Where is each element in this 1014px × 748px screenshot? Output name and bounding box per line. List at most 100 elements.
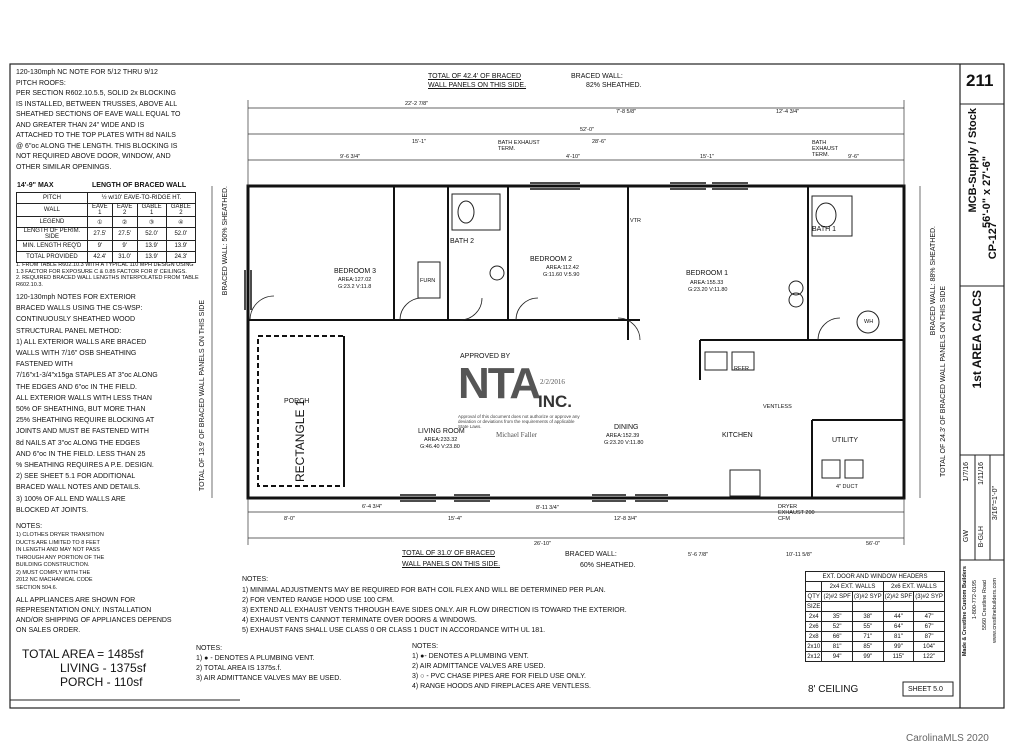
bottom-braced-pct: BRACED WALL: [565, 551, 617, 558]
exterior-note-line: THE EDGES AND 6"oc IN THE FIELD. [16, 383, 137, 391]
mls-watermark: CarolinaMLS 2020 [906, 733, 989, 744]
headers-cell: 38" [851, 611, 884, 622]
braced-table-cell: LEGEND [16, 216, 88, 228]
exterior-note-line: ALL EXTERIOR WALLS WITH LESS THAN [16, 394, 152, 402]
braced-table-cell: GABLE 1 [136, 203, 167, 217]
bedroom1-label: BEDROOM 1 [686, 270, 729, 277]
headers-cell: 115" [882, 651, 915, 662]
headers-cell: 67" [913, 621, 945, 632]
headers-col: QTY [804, 591, 823, 602]
bottom-braced-2: WALL PANELS ON THIS SIDE. [402, 561, 501, 568]
braced-table-cell: TOTAL PROVIDED [16, 251, 88, 263]
dim-bottom-8: 56'-0" [866, 541, 881, 547]
dining-area-label: AREA:152.39 [606, 433, 640, 439]
bath-exhaust-label: BATH EXHAUST TERM. [498, 140, 540, 152]
exterior-note-line: WALLS WITH 7/16" OSB SHEATHING [16, 350, 137, 358]
dim-top-5: 15'-1" [412, 139, 427, 145]
bedroom3-label: BEDROOM 3 [334, 268, 377, 275]
nta-logo: NTA [458, 359, 541, 408]
bedroom2-label: BEDROOM 2 [530, 256, 573, 263]
dim-top-7: 28'-6" [592, 139, 607, 145]
headers-cell [821, 601, 853, 612]
braced-table-cell: 13.9' [136, 251, 167, 263]
appliance-note-line: REPRESENTATION ONLY. INSTALLATION [16, 607, 152, 614]
exterior-note-line: BRACED WALLS USING THE CS-WSP: [16, 305, 143, 313]
dim-bottom-0: 6'-4 3/4" [362, 504, 383, 510]
braced-table-cell: EAVE 2 [111, 203, 138, 217]
company-label: MCB-Supply / Stock [967, 108, 979, 213]
model-label: CP-127 [987, 222, 999, 260]
headers-cell: 55" [851, 621, 884, 632]
headers-cell: 2x6 [804, 621, 823, 632]
headers-cell: 71" [851, 631, 884, 642]
legend2-line: 1) ●- DENOTES A PLUMBING VENT. [412, 653, 529, 660]
dryer-note-line: DUCTS ARE LIMITED TO 8 FEET [16, 539, 100, 546]
wh-label: WH [864, 319, 874, 325]
nc-note-line: PITCH ROOFS: [16, 79, 66, 87]
dim-top-4: 9'-6 3/4" [340, 154, 361, 160]
braced-table-cell: ④ [165, 216, 197, 228]
nc-note-line: ATTACHED TO THE TOP PLATES WITH 8d NAILS [16, 132, 176, 139]
checked-label: B-GLH [978, 526, 985, 548]
dim-bottom-2: 8'-11 3/4" [536, 505, 559, 511]
exterior-note-line: 50% OF SHEATHING, BUT MORE THAN [16, 406, 146, 414]
exterior-note-line: JOINTS AND MUST BE FASTENED WITH [16, 428, 149, 436]
utility-label: UTILITY [832, 437, 859, 444]
top-braced-pct: BRACED WALL: [571, 73, 623, 80]
exterior-note-line: CONTINUOUSLY SHEATHED WOOD [16, 316, 136, 324]
dryer-note-line: 2012 NC MACHANICAL CODE [16, 577, 93, 583]
braced-table-cell: ③ [136, 216, 167, 228]
dryer-note-line: SECTION 504.6. [16, 584, 58, 591]
builder-label: Made & Crestline Custom Builders [962, 566, 968, 657]
exterior-note-line: STRUCTURAL PANEL METHOD: [16, 327, 122, 335]
sheet-number: 211 [966, 71, 994, 90]
braced-table-cell: 9' [111, 240, 138, 252]
nc-note-line: PER SECTION R602.10.5.5, SOLID 2x BLOCKI… [16, 90, 176, 97]
bottom-notes-title: NOTES: [242, 576, 269, 583]
exterior-note-line: AND 6"oc IN THE FIELD. LESS THAN 25 [16, 450, 146, 458]
headers-col: (2)#2 SPF [821, 591, 853, 602]
headers-cell: 87" [913, 631, 945, 642]
headers-cell: 66" [821, 631, 853, 642]
braced-table-cell: 31.0' [111, 251, 138, 263]
headers-cell: 2x4 [804, 611, 823, 622]
furn-label: FURN [420, 278, 436, 284]
braced-table-cell: WALL [16, 203, 88, 217]
dryer-note-line: 2) MUST COMPLY WITH THE [16, 569, 91, 576]
headers-cell: 85" [851, 641, 884, 652]
exterior-note-line: BLOCKED AT JOINTS. [16, 506, 89, 514]
bottom-braced-1: TOTAL OF 31.0' OF BRACED [402, 550, 496, 557]
table-footnote-line: 1. FROM TABLE R602.10.3 WITH A TYPICAL 1… [16, 262, 194, 268]
headers-col: (3)#2 SYP [851, 591, 884, 602]
headers-cell: 99" [882, 641, 915, 652]
dryer-note-line: THROUGH ANY PORTION OF THE [16, 554, 105, 561]
rectangle-label: RECTANGLE 1 [293, 399, 307, 482]
nc-note-line: AND GREATER THAN 24" WIDE AND IS [16, 121, 145, 129]
braced-table-title-left: 14'-9" MAX [17, 182, 54, 189]
braced-table-cell: ½ w/10' EAVE-TO-RIDGE HT. [86, 192, 197, 204]
kitchen-label: KITCHEN [722, 432, 753, 439]
left-braced-pct: BRACED WALL: 50% SHEATHED. [222, 186, 229, 296]
legend2: 1) ●- DENOTES A PLUMBING VENT.2) AIR ADM… [412, 652, 591, 692]
headers-cell: 94" [821, 651, 853, 662]
exterior-note-line: 120-130mph NOTES FOR EXTERIOR [16, 294, 136, 301]
bottom-note-line: 1) MINIMAL ADJUSTMENTS MAY BE REQUIRED F… [242, 587, 606, 594]
approver-name: Michael Faller [496, 431, 538, 439]
braced-table-cell: PITCH [16, 192, 88, 204]
bath2-label: BATH 2 [450, 238, 474, 245]
living-area-label: AREA:233.32 [424, 437, 458, 443]
notes-title: NOTES: [16, 523, 43, 530]
dim-bottom-1: 15'-4" [448, 516, 463, 522]
dining-label: DINING [614, 424, 639, 431]
vtr-label: VTR [630, 218, 641, 224]
braced-table-cell: LENGTH OF PERIM. SIDE [16, 227, 88, 241]
right-braced-pct: BRACED WALL: 88% SHEATHED. [930, 226, 937, 336]
